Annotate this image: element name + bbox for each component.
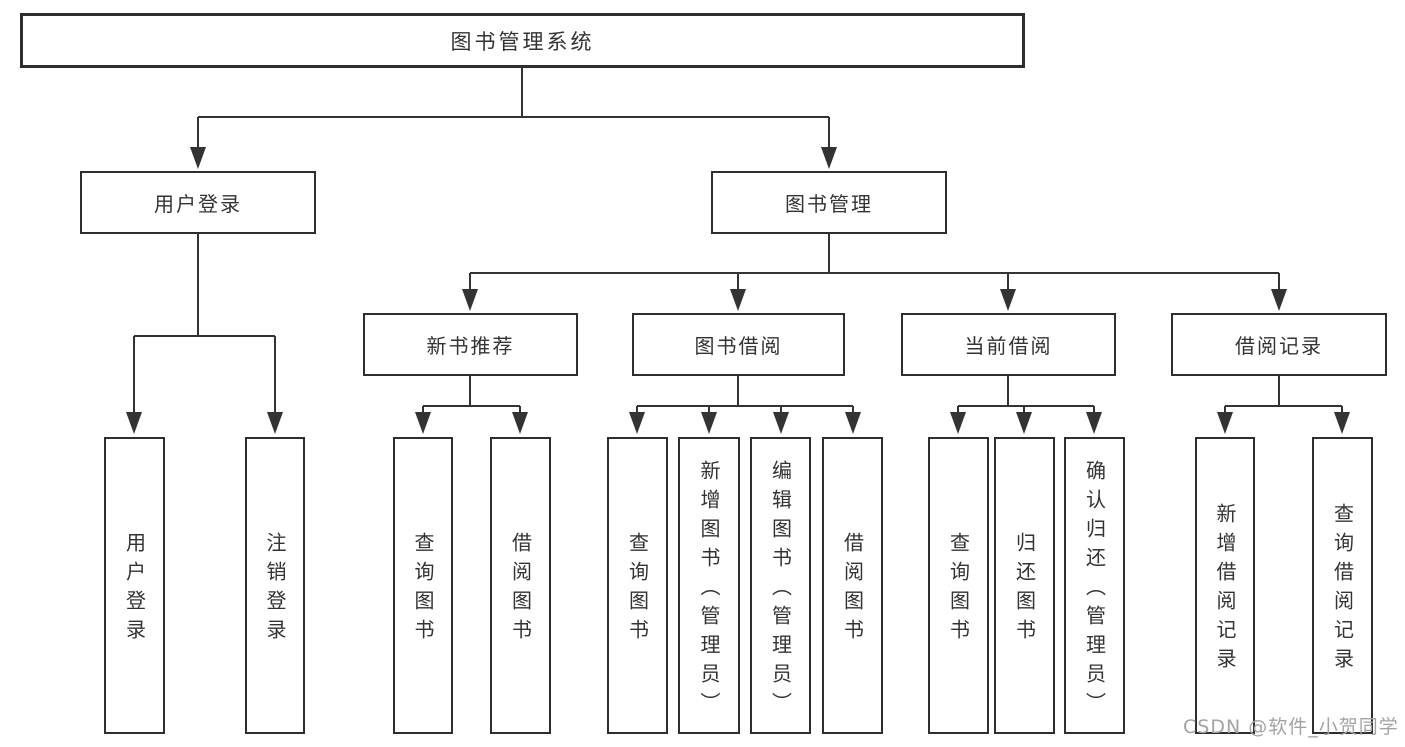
node-label: 图书管理系统 — [450, 29, 595, 54]
node-label: 当前借阅 — [964, 334, 1053, 358]
node-borrowing-records: 借阅记录 — [1171, 313, 1387, 376]
node-label: 借阅图书 — [508, 532, 533, 648]
leaf-user-login: 用户登录 — [104, 437, 165, 734]
leaf-query-books-recommend: 查询图书 — [393, 437, 453, 734]
leaf-logout: 注销登录 — [245, 437, 305, 734]
node-label: 图书管理 — [785, 192, 873, 216]
leaf-borrow-books-recommend: 借阅图书 — [490, 437, 551, 734]
node-label: 新书推荐 — [426, 334, 515, 358]
node-label: 查询图书 — [946, 532, 971, 648]
node-label: 借阅图书 — [840, 532, 865, 648]
csdn-watermark: CSDN @软件_小贺同学 — [1183, 716, 1399, 738]
node-current-borrowing: 当前借阅 — [901, 313, 1116, 376]
node-label: 查询图书 — [411, 532, 435, 648]
node-library-management-system: 图书管理系统 — [20, 13, 1025, 68]
leaf-borrow-books: 借阅图书 — [822, 437, 883, 734]
node-label: 查询图书 — [625, 532, 650, 648]
node-new-book-recommendation: 新书推荐 — [363, 313, 578, 376]
leaf-edit-book-admin: 编辑图书（管理员） — [750, 437, 811, 734]
node-label: 借阅记录 — [1235, 334, 1323, 358]
leaf-query-borrow-record: 查询借阅记录 — [1312, 437, 1373, 734]
leaf-add-book-admin: 新增图书（管理员） — [678, 437, 740, 734]
node-label: 注销登录 — [263, 532, 287, 648]
node-label: 用户登录 — [154, 192, 242, 216]
leaf-query-books-current: 查询图书 — [928, 437, 989, 734]
node-label: 新增图书（管理员） — [697, 459, 721, 721]
node-label: 确认归还（管理员） — [1082, 459, 1107, 721]
leaf-add-borrow-record: 新增借阅记录 — [1195, 437, 1255, 734]
node-book-borrowing: 图书借阅 — [632, 313, 845, 376]
leaf-query-books-borrow: 查询图书 — [607, 437, 668, 734]
node-label: 归还图书 — [1012, 532, 1037, 648]
node-label: 编辑图书（管理员） — [768, 459, 793, 721]
node-label: 图书借阅 — [694, 334, 783, 358]
leaf-return-books: 归还图书 — [994, 437, 1055, 734]
node-book-management: 图书管理 — [711, 171, 947, 234]
node-user-login: 用户登录 — [80, 171, 316, 234]
node-label: 查询借阅记录 — [1330, 503, 1355, 677]
leaf-confirm-return-admin: 确认归还（管理员） — [1064, 437, 1125, 734]
node-label: 用户登录 — [122, 532, 147, 648]
node-label: 新增借阅记录 — [1213, 503, 1237, 677]
